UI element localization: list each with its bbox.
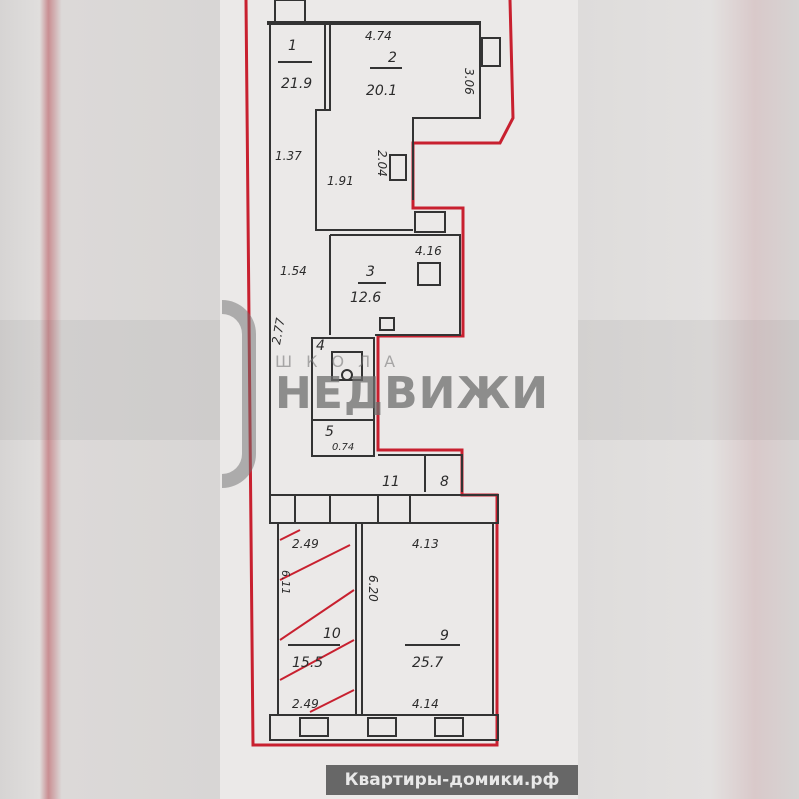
dimension: 6.11 — [279, 570, 292, 595]
room-number: 8 — [440, 474, 449, 490]
dimension: 4.16 — [415, 244, 442, 258]
dimension: 0.74 — [332, 442, 354, 453]
room-number: 11 — [382, 474, 400, 490]
walls — [267, 0, 501, 741]
site-label: Квартиры-домики.рф — [326, 765, 578, 795]
dimension: 4.74 — [365, 29, 392, 43]
room-number: 2 — [388, 50, 397, 66]
room-area: 21.9 — [281, 76, 312, 92]
room-number: 10 — [323, 626, 341, 642]
dimension: 4.13 — [412, 537, 439, 551]
room-area: 12.6 — [350, 290, 381, 306]
watermark-text: НЕДВИЖИ — [275, 368, 550, 419]
dimension: 2.77 — [269, 316, 287, 345]
dimension: 3.06 — [462, 68, 476, 95]
dimension: 2.49 — [292, 537, 319, 551]
room-number: 4 — [316, 338, 325, 354]
room-area: 20.1 — [366, 83, 397, 99]
floor-plan-sheet — [220, 0, 578, 799]
dimension: 2.04 — [375, 150, 389, 177]
dimension: 6.20 — [366, 575, 380, 602]
dimension: 1.37 — [275, 149, 302, 163]
room-number: 1 — [288, 38, 297, 54]
hatch-room-10 — [279, 529, 355, 713]
dimension: 2.49 — [292, 697, 319, 711]
blurred-background-left — [0, 0, 220, 799]
room-number: 5 — [325, 424, 334, 440]
room-number: 9 — [440, 628, 449, 644]
dimension: 4.14 — [412, 697, 439, 711]
watermark-logo — [222, 300, 256, 488]
blurred-background-right — [578, 0, 799, 799]
dimension: 1.91 — [327, 174, 354, 188]
dimension: 1.54 — [280, 264, 307, 278]
room-number: 3 — [366, 264, 375, 280]
room-area: 25.7 — [412, 655, 443, 671]
room-area: 15.5 — [292, 655, 323, 671]
watermark-small-text: ШКОЛА — [275, 352, 410, 371]
